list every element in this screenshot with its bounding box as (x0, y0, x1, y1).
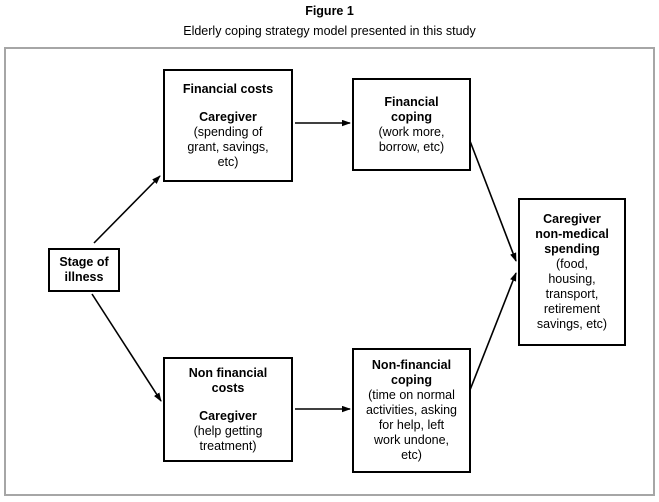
node-spending-heading-line2: non-medical (535, 227, 609, 241)
node-non-financial-coping: Non-financial coping (time on normal act… (352, 348, 471, 473)
node-non-financial-costs-subheading: Caregiver (199, 408, 257, 423)
node-financial-coping-heading-line1: Financial (384, 94, 439, 109)
node-non-financial-costs-heading-line1: Non financial (188, 365, 268, 380)
node-financial-coping-detail-line1: (work more, (378, 124, 445, 139)
node-financial-costs-heading: Financial costs (182, 81, 274, 96)
node-spending-detail-line4: retirement (543, 302, 601, 316)
node-caregiver-non-medical-spending: Caregiver non-medical spending (food, ho… (518, 198, 626, 346)
node-financial-costs-detail-line3: etc) (217, 154, 239, 169)
node-non-financial-coping-detail-line5: etc) (401, 448, 422, 462)
node-financial-coping: Financial coping (work more, borrow, etc… (352, 78, 471, 171)
node-stage-of-illness-line1: Stage of (59, 255, 109, 269)
node-financial-costs-detail-line2: grant, savings, (187, 139, 269, 154)
node-stage-of-illness-line2: illness (64, 270, 104, 284)
node-spending-detail-line3: transport, (545, 287, 599, 301)
node-financial-coping-detail-line2: borrow, etc) (378, 139, 445, 154)
figure-caption: Figure 1 Elderly coping strategy model p… (0, 0, 659, 38)
node-non-financial-costs-detail-line2: treatment) (199, 438, 257, 453)
node-non-financial-coping-detail-line3: for help, left (378, 418, 445, 432)
node-stage-of-illness: Stage of illness (48, 248, 120, 292)
node-non-financial-coping-detail-line1: (time on normal (368, 388, 455, 402)
node-spending-heading-line1: Caregiver (543, 212, 601, 226)
node-financial-costs-subheading: Caregiver (199, 109, 257, 124)
node-spending-detail-line1: (food, (556, 257, 588, 271)
figure-title: Figure 1 (305, 4, 354, 18)
node-non-financial-coping-heading-line1: Non-financial (371, 358, 452, 372)
node-non-financial-coping-detail-line4: work undone, (373, 433, 450, 447)
node-financial-coping-heading-line2: coping (391, 109, 432, 124)
node-non-financial-coping-heading-line2: coping (391, 373, 432, 387)
node-non-financial-costs-detail-line1: (help getting (193, 423, 263, 438)
node-non-financial-costs: Non financial costs Caregiver (help gett… (163, 357, 293, 462)
node-spending-detail-line5: savings, etc) (536, 317, 608, 331)
node-spending-heading-line3: spending (544, 242, 600, 256)
node-financial-costs-detail-line1: (spending of (193, 124, 263, 139)
node-spending-detail-line2: housing, (548, 272, 596, 286)
node-non-financial-costs-heading-line2: costs (211, 380, 245, 395)
node-non-financial-coping-detail-line2: activities, asking (365, 403, 457, 417)
node-financial-costs: Financial costs Caregiver (spending of g… (163, 69, 293, 182)
figure-subtitle: Elderly coping strategy model presented … (183, 24, 476, 38)
